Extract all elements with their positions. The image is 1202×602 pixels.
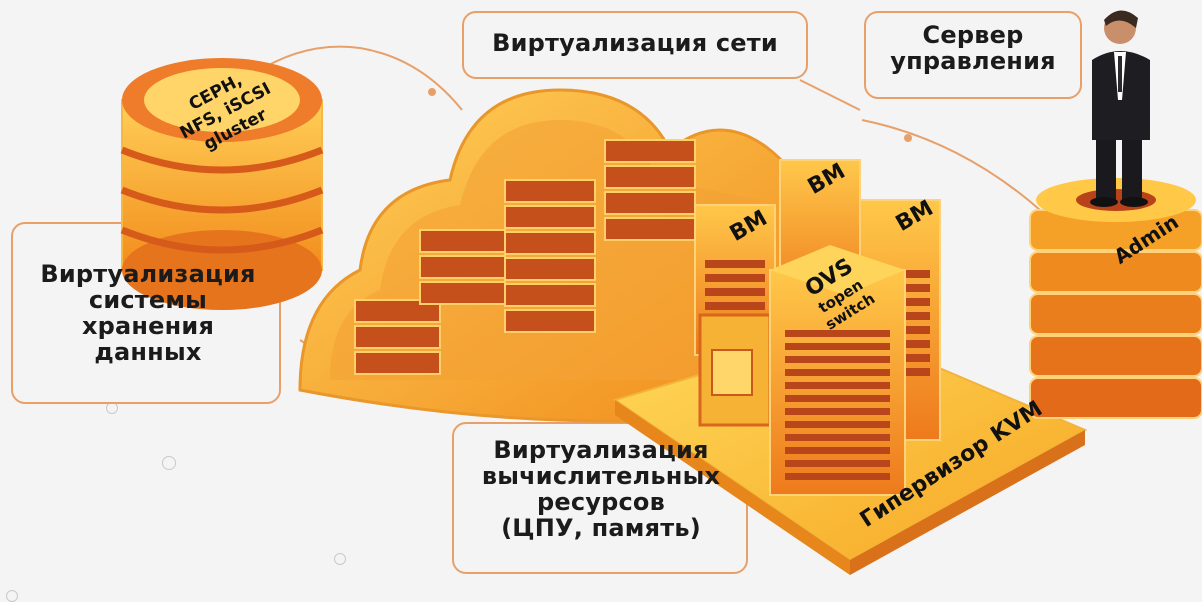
admin-label: Admin: [1110, 210, 1183, 269]
storage-label-line-2: системы: [88, 285, 208, 314]
vm-label-2: ВМ: [804, 159, 850, 200]
server-frame: [864, 11, 1082, 99]
decor-ring: [334, 553, 346, 565]
server-label: Сервер управления: [864, 21, 1082, 75]
hypervisor-label: Гипервизор KVM: [856, 396, 1047, 532]
compute-label-line-2: вычислительных: [481, 461, 721, 490]
network-frame: [462, 11, 808, 79]
vm-label-3: ВМ: [892, 196, 938, 237]
network-label: Виртуализация сети: [492, 29, 778, 57]
compute-label-line-3: ресурсов: [536, 487, 665, 516]
vm-label-1: ВМ: [726, 206, 772, 247]
compute-label-line-1: Виртуализация: [493, 436, 709, 464]
server-label-line-2: управления: [890, 46, 1056, 75]
storage-label-line-4: данных: [94, 337, 202, 366]
admin-person-illustration: [1090, 10, 1150, 207]
decor-ring: [162, 456, 176, 470]
compute-label: Виртуализация вычислительных ресурсов (Ц…: [456, 436, 746, 542]
storage-label-line-1: Виртуализация: [40, 260, 256, 288]
storage-label: Виртуализация системы хранения данных: [22, 260, 274, 366]
storage-label-line-3: хранения: [81, 311, 215, 340]
compute-label-line-4: (ЦПУ, память): [501, 513, 701, 542]
storage-cylinder: [120, 58, 324, 310]
server-label-line-1: Сервер: [922, 21, 1024, 49]
